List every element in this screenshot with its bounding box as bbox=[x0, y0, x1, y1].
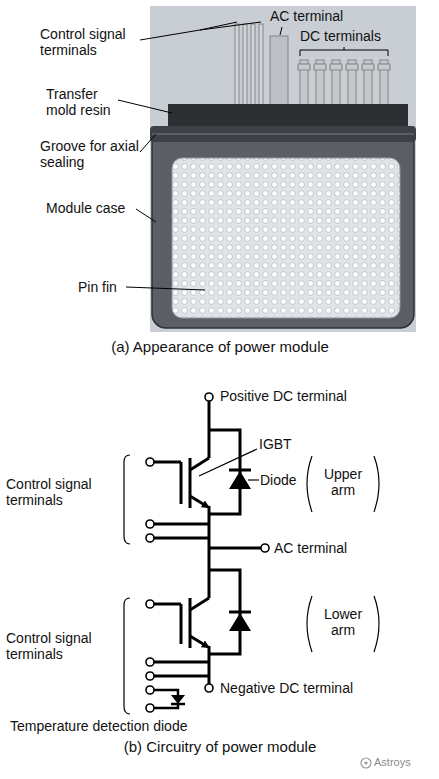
circuit-wires bbox=[154, 401, 261, 708]
arm-label: Upper arm bbox=[310, 466, 376, 498]
terminal-circles bbox=[146, 393, 269, 712]
component-label: Diode bbox=[260, 472, 306, 488]
part-label: AC terminal bbox=[270, 8, 370, 24]
groove-band bbox=[150, 126, 416, 142]
leader-lines-a bbox=[118, 22, 388, 290]
pin-fin-area bbox=[172, 158, 400, 318]
watermark: Astroys bbox=[374, 756, 436, 769]
part-label: Groove for axial sealing bbox=[40, 138, 140, 170]
part-label: DC terminals bbox=[300, 28, 410, 44]
diode-symbols bbox=[171, 471, 251, 704]
signal-group-label: Control signal terminals bbox=[6, 476, 118, 508]
watermark-icon bbox=[361, 758, 371, 768]
control-pins bbox=[235, 24, 263, 106]
signal-group-label: Control signal terminals bbox=[6, 630, 118, 662]
brackets-and-leaders bbox=[124, 449, 379, 714]
terminal-label: AC terminal bbox=[274, 540, 424, 556]
component-label: IGBT bbox=[259, 436, 309, 452]
terminal-label: Negative DC terminal bbox=[220, 680, 420, 696]
arm-label: Lower arm bbox=[310, 606, 376, 638]
figure-caption: (a) Appearance of power module bbox=[20, 338, 420, 355]
part-label: Module case bbox=[46, 200, 146, 216]
ac-pin bbox=[270, 36, 288, 106]
photo-background bbox=[150, 6, 416, 332]
part-label: Pin fin bbox=[78, 279, 138, 295]
mold-resin bbox=[168, 104, 408, 126]
terminal-label: Positive DC terminal bbox=[220, 388, 420, 404]
part-label: Control signal terminals bbox=[40, 26, 140, 58]
component-label: Temperature detection diode bbox=[10, 718, 270, 734]
part-label: Transfer mold resin bbox=[46, 86, 120, 118]
figure-caption: (b) Circuitry of power module bbox=[20, 738, 420, 755]
module-case bbox=[152, 128, 414, 328]
dc-pins bbox=[298, 60, 390, 106]
